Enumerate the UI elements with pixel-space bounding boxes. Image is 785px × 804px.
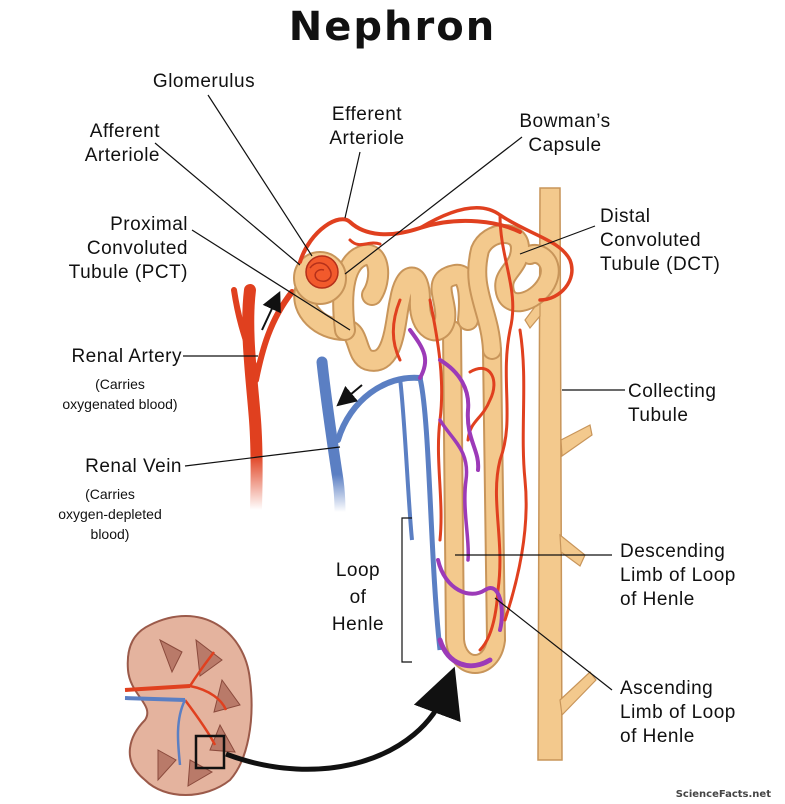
label-ascending-limb: Ascending Limb of Loop of Henle — [620, 677, 780, 749]
label-afferent-arteriole: Afferent Arteriole — [20, 120, 160, 168]
label-renal-artery: Renal Artery — [10, 345, 182, 369]
renal-artery-vessel — [234, 290, 292, 510]
collecting-tubule-shape — [525, 188, 596, 760]
renal-artery-note: (Carries oxygenated blood) — [40, 374, 200, 414]
label-collecting-tubule: Collecting Tubule — [628, 380, 778, 428]
source-credit: ScienceFacts.net — [676, 789, 771, 800]
label-loop-of-henle: Loop of Henle — [318, 557, 398, 638]
label-bowmans-capsule: Bowman’s Capsule — [500, 110, 630, 158]
loop-of-henle-tubule — [452, 330, 496, 664]
label-distal-tubule: Distal Convoluted Tubule (DCT) — [600, 205, 780, 277]
page-title: Nephron — [0, 4, 785, 50]
vein-flow-arrow — [344, 385, 362, 400]
label-renal-vein: Renal Vein — [10, 455, 182, 479]
label-glomerulus: Glomerulus — [112, 70, 296, 94]
label-proximal-tubule: Proximal Convoluted Tubule (PCT) — [10, 213, 188, 285]
zoom-arrow — [226, 690, 446, 769]
label-efferent-arteriole: Efferent Arteriole — [302, 103, 432, 151]
label-descending-limb: Descending Limb of Loop of Henle — [620, 540, 780, 612]
renal-vein-note: (Carries oxygen-depleted blood) — [30, 484, 190, 544]
glomerulus-shape — [306, 256, 338, 288]
kidney-inset — [125, 616, 446, 795]
